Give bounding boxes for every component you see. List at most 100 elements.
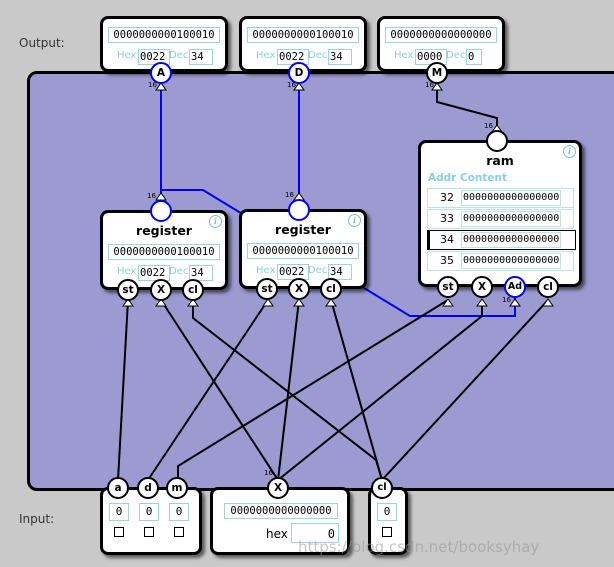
output-a-pin[interactable]: A <box>150 62 172 84</box>
output-m-pin[interactable]: M <box>426 62 448 84</box>
register-2-dec: 34 <box>328 264 352 280</box>
input-a-value[interactable]: 0 <box>109 503 129 521</box>
ram-component[interactable]: ram i Addr Content 32 0000000000000000 3… <box>418 140 582 287</box>
wire-x-ram <box>277 300 483 481</box>
input-cl-box: 0 <box>368 487 408 555</box>
register-1-pin-st[interactable]: st <box>117 279 139 301</box>
output-d-box: 0000000000100010 Hex 0022 Dec 34 <box>239 16 367 72</box>
register-1-output-pin[interactable] <box>150 200 172 222</box>
ram-row-addr: 34 <box>440 233 454 246</box>
input-x-width: 16 <box>264 469 273 477</box>
input-x-hex-label: hex <box>266 527 288 541</box>
input-cl-pin[interactable]: cl <box>371 477 393 499</box>
register-1-dec-label: Dec <box>169 266 189 277</box>
output-a-width: 16 <box>148 81 157 89</box>
ram-row-value: 0000000000000000 <box>461 211 562 227</box>
ram-output-pin[interactable] <box>486 130 508 152</box>
ram-row-addr: 35 <box>440 254 454 267</box>
output-d-dec: 34 <box>328 49 352 65</box>
input-cl-toggle[interactable] <box>382 527 392 537</box>
input-x-pin[interactable]: X <box>267 477 289 499</box>
ram-row[interactable]: 35 0000000000000000 <box>427 251 574 271</box>
ram-row-addr: 33 <box>440 212 454 225</box>
watermark: https://blog.csdn.net/booksyhay <box>298 538 540 556</box>
ram-title: ram <box>486 153 514 168</box>
input-m-pin[interactable]: m <box>166 477 188 499</box>
register-2-output-pin[interactable] <box>288 199 310 221</box>
output-d-pin[interactable]: D <box>288 62 310 84</box>
output-m-dec-label: Dec <box>446 50 466 61</box>
output-m-width: 16 <box>425 81 434 89</box>
input-m-toggle[interactable] <box>174 527 184 537</box>
input-a-toggle[interactable] <box>114 527 124 537</box>
output-d-dec-label: Dec <box>308 50 328 61</box>
register-1-pin-x[interactable]: X <box>150 279 172 301</box>
register-2-bits: 0000000000100010 <box>247 243 359 259</box>
register-1-pin-cl[interactable]: cl <box>182 279 204 301</box>
register-2-pin-cl[interactable]: cl <box>320 278 342 300</box>
output-m-hex-label: Hex <box>394 50 414 61</box>
ram-row[interactable]: 32 0000000000000000 <box>427 188 574 208</box>
wire-cl-reg2 <box>330 299 383 481</box>
register-2-title: register <box>275 222 331 237</box>
wire-a-to-ram-ad <box>161 189 516 317</box>
register-1-bits: 0000000000100010 <box>108 244 220 260</box>
output-d-hex-label: Hex <box>256 50 276 61</box>
register-2-pin-st[interactable]: st <box>256 278 278 300</box>
ram-pin-x[interactable]: X <box>471 276 493 298</box>
ram-row-value: 0000000000000000 <box>461 253 562 269</box>
register-1-title: register <box>136 223 192 238</box>
register-1-hex-label: Hex <box>117 266 137 277</box>
register-1[interactable]: register i 0000000000100010 Hex 0022 Dec… <box>100 210 228 290</box>
input-x-field[interactable]: 0 <box>291 523 339 543</box>
input-d-toggle[interactable] <box>144 527 154 537</box>
output-m-dec: 0 <box>466 49 482 65</box>
ram-pin-cl[interactable]: cl <box>537 276 559 298</box>
ram-addr-header: Addr <box>428 172 457 184</box>
input-a-pin[interactable]: a <box>107 477 129 499</box>
ram-row-value: 0000000000000000 <box>461 232 562 248</box>
register-2-hex: 0022 <box>277 264 309 280</box>
wire-x-reg2 <box>277 299 300 481</box>
output-a-dec-label: Dec <box>169 50 189 61</box>
output-a-bits: 0000000000100010 <box>108 27 220 43</box>
ram-pin-st[interactable]: st <box>437 276 459 298</box>
register-2[interactable]: register i 0000000000100010 Hex 0022 Dec… <box>239 209 367 289</box>
wire-d-st <box>147 299 269 481</box>
ram-row-addr: 32 <box>440 191 454 204</box>
ram-row[interactable]: 33 0000000000000000 <box>427 209 574 229</box>
input-x-bits: 0000000000000000 <box>224 503 338 519</box>
ram-row-selected[interactable]: 34 0000000000000000 <box>427 230 576 250</box>
input-m-value[interactable]: 0 <box>169 503 189 521</box>
register-1-width: 16 <box>147 192 156 200</box>
input-d-pin[interactable]: d <box>137 477 159 499</box>
input-cl-value[interactable]: 0 <box>377 503 397 521</box>
ram-info-icon[interactable]: i <box>563 145 576 158</box>
register-1-info-icon[interactable]: i <box>209 215 222 228</box>
wire-a-st <box>117 299 129 481</box>
register-2-pin-x[interactable]: X <box>288 278 310 300</box>
output-m-box: 0000000000000000 Hex 0000 Dec 0 <box>377 16 505 72</box>
register-1-dec: 34 <box>189 265 213 281</box>
register-1-hex: 0022 <box>138 265 170 281</box>
output-d-bits: 0000000000100010 <box>247 27 359 43</box>
register-2-hex-label: Hex <box>256 265 276 276</box>
output-a-hex-label: Hex <box>117 50 137 61</box>
input-section-label: Input: <box>19 512 55 526</box>
wire-x-reg1 <box>160 299 279 481</box>
output-section-label: Output: <box>19 36 65 50</box>
ram-row-value: 0000000000000000 <box>461 190 562 206</box>
register-2-info-icon[interactable]: i <box>348 214 361 227</box>
ram-width: 16 <box>484 122 493 130</box>
output-d-width: 16 <box>287 81 296 89</box>
register-2-width: 16 <box>285 191 294 199</box>
ram-pin-ad[interactable]: Ad <box>504 276 526 298</box>
wire-cl-ram <box>381 299 549 481</box>
input-d-value[interactable]: 0 <box>139 503 159 521</box>
ram-ad-width: 16 <box>502 296 511 304</box>
ram-content-header: Content <box>460 172 508 184</box>
output-m-bits: 0000000000000000 <box>385 27 497 43</box>
register-2-dec-label: Dec <box>308 265 328 276</box>
wire-m-st <box>177 299 449 480</box>
